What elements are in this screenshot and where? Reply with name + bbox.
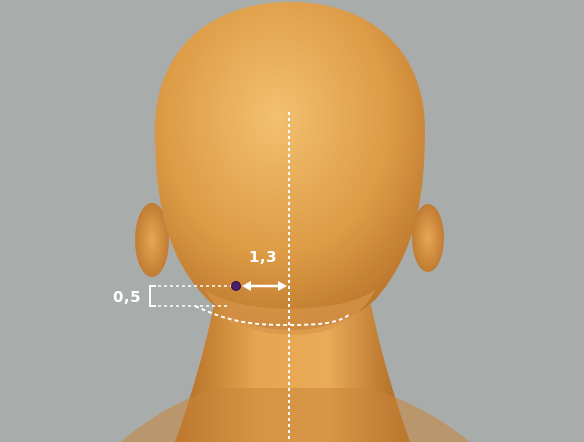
shoulders-shape xyxy=(120,388,470,442)
vertical-bracket xyxy=(150,286,156,306)
vertical-offset-label: 0,5 xyxy=(113,288,141,306)
acupoint-marker xyxy=(232,282,241,291)
horizontal-offset-label: 1,3 xyxy=(249,248,277,266)
